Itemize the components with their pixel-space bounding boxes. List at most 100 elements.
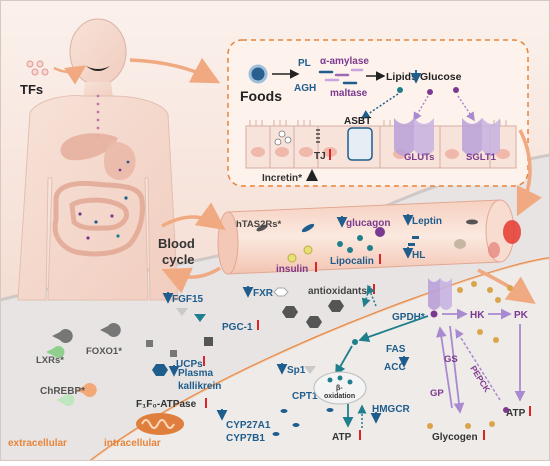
foxo1-label: FOXO1* [86,346,122,357]
lipid-dots [397,87,403,93]
blood-cycle-arrow-top [161,202,226,231]
mouth-icon [86,66,110,71]
glycogen-to-glucose-arrow [435,326,453,409]
metabolite-particles-orange [427,281,513,429]
htas2rs-label: hTAS2Rs* [236,219,282,230]
blood-cycle-arrow-bottom [161,266,221,294]
glycogen-label: Glycogen [432,432,478,443]
plasma-kallikrein-label-2: kallikrein [178,381,221,392]
sp1-triangle-icon [304,366,316,374]
pk-label: PK [514,310,529,321]
hmgcr-label: HMGCR [372,404,411,415]
maltase-label: maltase [330,88,368,99]
fxr-label: FXR [253,288,274,299]
fgf15-label: FGF15 [172,294,204,305]
acc-label: ACC [384,362,406,373]
lipid-import-arrow [361,285,371,308]
blood-cycle-label-1: Blood [158,236,195,251]
green-pacman-icon-1 [46,346,65,358]
intracellular-label: intracellular [104,438,161,449]
alpha-amylase-label: α-amylase [320,56,369,67]
agh-label: AGH [294,83,316,94]
enzyme-fragments-icon [318,68,364,85]
intestine-particles [78,160,130,240]
asbt-label: ASBT [344,116,371,127]
foods-icon [248,64,268,84]
tight-junction-icon [316,129,320,143]
glucose-node-icon [430,310,438,318]
fas-label: FAS [386,344,406,355]
lxrs-label: LXRs* [36,355,64,366]
stomach-icon [103,141,136,180]
acetyl-node-icon [352,339,358,345]
gpdh-label: GPDH* [392,312,425,323]
plasma-kallikrein-label-1: Plasma [178,368,213,379]
antioxidants-label: antioxidants [308,286,367,297]
gut-to-vessel-arrow [516,129,542,217]
chrebp-pacman-icon [76,383,97,398]
fgf15-triangle-icon [176,308,188,316]
glucose-to-gluts-arrow [413,95,429,122]
tj-label: TJ [314,151,326,162]
glucose-label: Glucose [420,71,462,83]
ucps-square-icon-2 [170,350,177,357]
red-blood-cell-icon [503,220,521,244]
lxrs-icon [52,329,73,343]
mouth-to-gut-box-arrow [129,57,221,84]
green-pacman-icon-2 [56,394,75,406]
extracellular-label: extracellular [8,438,67,449]
pgc1-square-icon [204,337,213,346]
human-body [17,18,179,301]
lipids-label: Lipids [386,71,417,83]
atp-right-label: ATP [506,408,526,419]
hormone-particles [256,219,478,263]
cyp27a1-label: CYP27A1 [226,420,271,431]
foods-label: Foods [240,88,282,104]
gluts-transporter-icon [394,118,414,156]
pepck-arrow [455,328,501,401]
sglt1-transporter-icon [462,118,482,156]
tfs-label: TFs [20,82,43,97]
insulin-label: insulin [276,264,308,275]
cpt1-label: CPT1 [292,391,318,402]
asbt-transporter-icon [347,127,373,161]
fxr-hexagon-icon [273,287,289,297]
lipid-to-asbt-arrow [360,93,399,119]
cyp7b1-label: CYP7B1 [226,433,265,444]
lipid-export-arrow [366,284,377,307]
beta-oxidation-label-2: oxidation [324,393,355,400]
lipocalin-label: Lipocalin [330,256,374,267]
foxo1-pacman-icon [100,323,121,338]
glucose-to-lipid-arrow [358,315,429,343]
plasma-kallikrein-hexagon-icon [152,364,168,376]
incretin-label: Incretin* [262,173,302,184]
liver-icon [60,133,118,161]
glucose-to-glycogen-arrow [449,325,465,414]
glucose-to-sglt1-arrow [457,95,475,122]
pl-label: PL [298,58,311,69]
to-beta-oxidation-arrow [335,345,353,376]
bile-acid-particles [272,408,334,436]
atp-left-label: ATP [332,432,352,443]
incretin-granules-icon [274,130,292,146]
ucps-square-icon-1 [146,340,153,347]
pgc1-triangle-icon [194,314,206,322]
hl-label: HL [412,250,425,261]
sglt1-label: SGLT1 [466,152,497,163]
tfs-particles-icon [26,60,49,76]
gs-label: GS [444,354,458,365]
f1f0-atpase-label: F₁F₀-ATPase [136,399,197,410]
mitochondrion-icon [136,413,184,435]
glucagon-label: glucagon [346,218,390,229]
hk-label: HK [470,310,485,321]
beta-oxidation-label-1: β- [336,385,343,392]
leptin-label: Leptin [412,216,442,227]
blood-cycle-label-2: cycle [162,252,195,267]
pgc1-label: PGC-1 [222,322,253,333]
intestines-icon [52,180,145,257]
tfs-to-mouth-arrow [53,65,87,85]
vessel-to-cell-arrow [477,268,536,305]
blood-vessel [217,199,521,275]
